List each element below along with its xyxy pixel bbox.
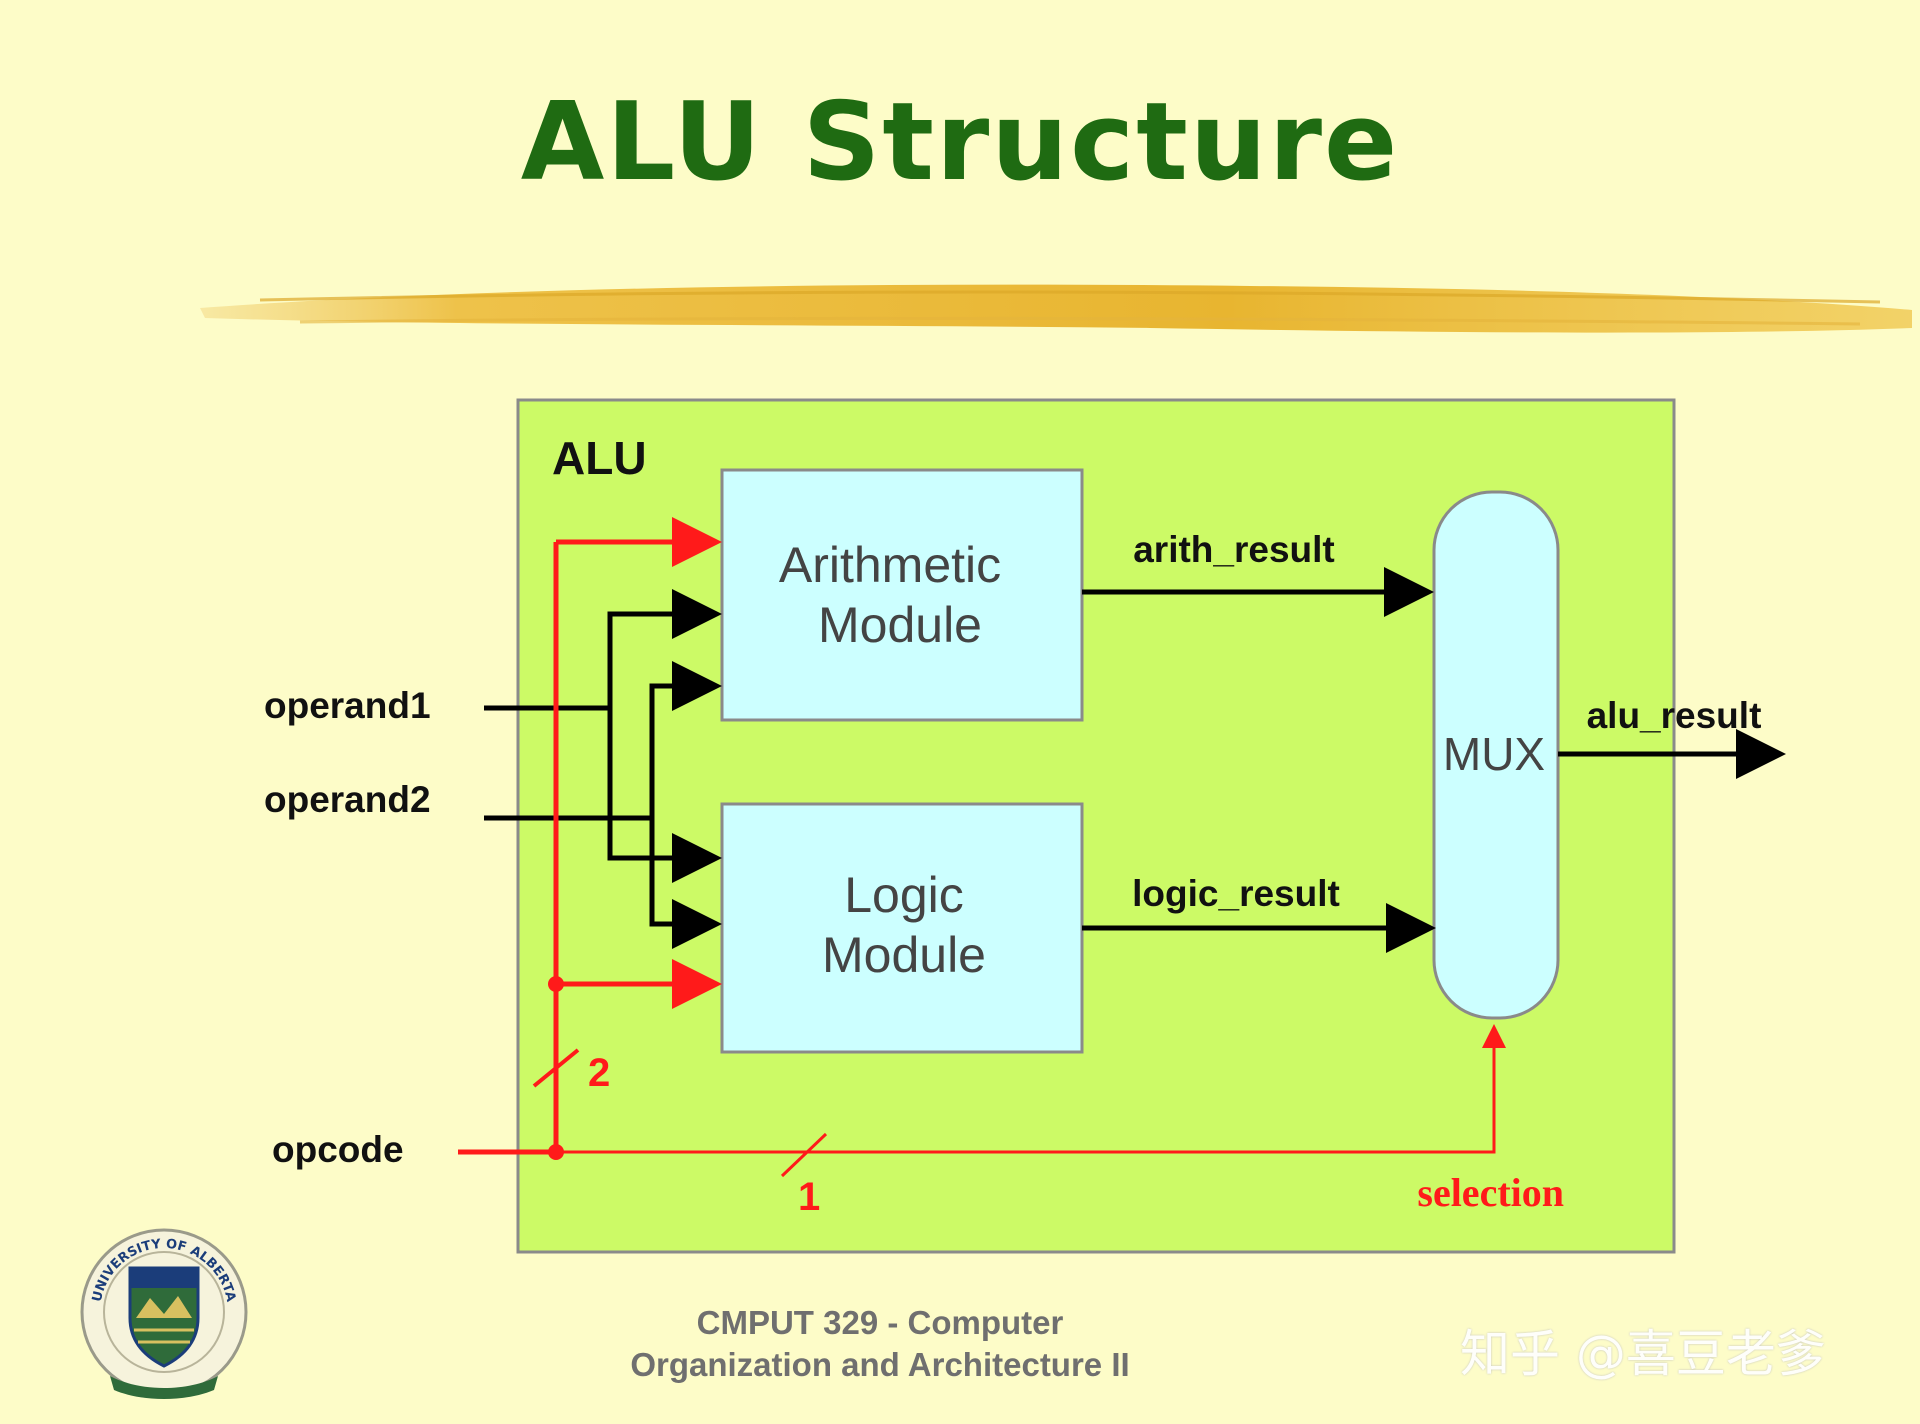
opcode-bus-width: 2 <box>588 1051 610 1095</box>
slide-title: ALU Structure <box>520 80 1400 205</box>
arithmetic-module-label-line2: Module <box>818 597 982 653</box>
arithmetic-module <box>720 468 1084 722</box>
logic-result-label: logic_result <box>1132 873 1340 914</box>
alu-result-label: alu_result <box>1587 695 1762 736</box>
operand2-label: operand2 <box>264 779 431 820</box>
logic-module-label-line1: Logic <box>844 867 964 923</box>
brush-stroke-divider <box>200 284 1912 333</box>
arithmetic-module-label-line1: Arithmetic <box>779 537 1001 593</box>
opcode-wires <box>458 517 1506 1178</box>
footer-line-2: Organization and Architecture II <box>630 1346 1130 1383</box>
selection-label: selection <box>1417 1170 1564 1215</box>
footer-line-1: CMPUT 329 - Computer <box>696 1304 1064 1341</box>
operand2-wires <box>484 661 722 949</box>
watermark: 知乎 @喜豆老爹 <box>1460 1325 1826 1383</box>
arith-result-label: arith_result <box>1133 529 1335 570</box>
slide-footer: CMPUT 329 - Computer Organization and Ar… <box>480 1302 1280 1386</box>
opcode-branch-dot <box>548 976 564 992</box>
alu-label: ALU <box>552 432 647 484</box>
mux-label: MUX <box>1443 728 1545 780</box>
operand1-wires <box>484 589 722 883</box>
logic-module-label-line2: Module <box>822 927 986 983</box>
operand1-label: operand1 <box>264 685 431 726</box>
opcode-junction-dot <box>548 1144 564 1160</box>
opcode-label: opcode <box>272 1129 404 1170</box>
logic-module <box>720 802 1084 1054</box>
university-seal: UNIVERSITY OF ALBERTA <box>80 1228 248 1399</box>
selection-bus-width: 1 <box>798 1175 820 1219</box>
